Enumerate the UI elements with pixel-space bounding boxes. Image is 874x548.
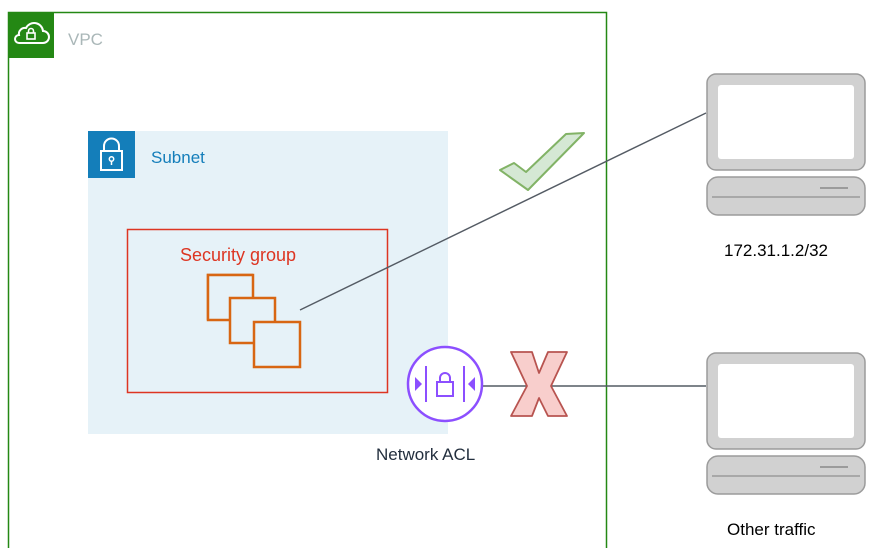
- security-group-label: Security group: [180, 245, 297, 265]
- network-acl-label: Network ACL: [376, 445, 476, 464]
- checkmark-icon: [499, 132, 585, 191]
- allowed-host-label: 172.31.1.2/32: [724, 241, 828, 260]
- computer-icon: [706, 352, 866, 495]
- subnet-label: Subnet: [151, 148, 205, 167]
- network-acl-icon: [406, 345, 484, 423]
- padlock-icon: [88, 131, 135, 178]
- subnet-area: [88, 131, 448, 434]
- cloud-lock-icon: [8, 12, 54, 58]
- other-traffic-label: Other traffic: [727, 520, 816, 539]
- allowed-connection-line: [299, 112, 707, 311]
- vpc-label: VPC: [68, 30, 103, 49]
- security-group-boundary: [126, 228, 389, 394]
- instances-icon: [206, 273, 302, 369]
- vpc-boundary: [7, 11, 608, 548]
- x-mark-icon: [510, 351, 568, 417]
- computer-icon: [706, 73, 866, 216]
